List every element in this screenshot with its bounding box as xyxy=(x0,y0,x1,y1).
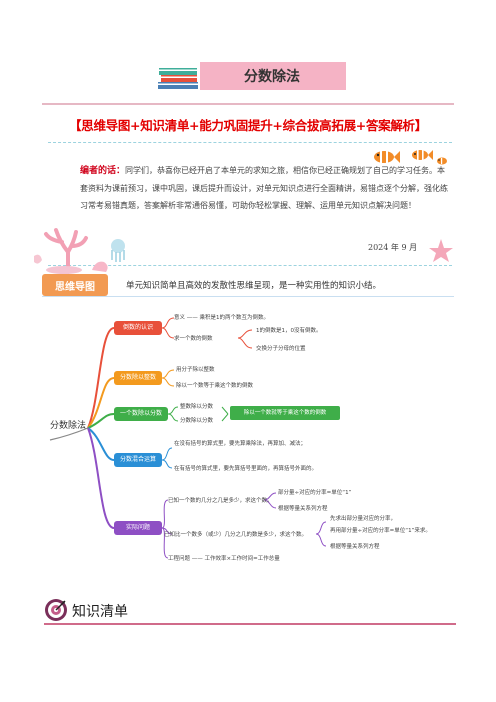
branch-fraction-divide-integer-item-1: 用分子除以整数 xyxy=(176,367,215,373)
branch-practical-item-3: 工程问题 —— 工作效率×工作时间=工作总量 xyxy=(168,556,280,562)
branch-practical-item-1-detail-2: 根据等量关系列方程 xyxy=(278,506,328,512)
knowledge-list-divider xyxy=(44,623,456,625)
intro-box xyxy=(48,142,452,266)
branch-number-divide-fraction: 一个数除以分数 xyxy=(114,407,168,421)
branch-number-divide-fraction-summary: 除以一个数就等于乘这个数的倒数 xyxy=(230,406,340,420)
branch-mixed-operations: 分数混合运算 xyxy=(114,453,162,467)
mind-map-divider xyxy=(42,296,454,297)
mind-map-section-header: 思维导图 xyxy=(42,274,108,296)
branch-fraction-divide-integer-item-2: 除以一个数等于乘这个数的倒数 xyxy=(176,383,254,389)
branch-number-divide-fraction-item-2: 分数除以分数 xyxy=(180,418,214,424)
fish-decoration-icon xyxy=(374,150,447,165)
branch-practical-item-1: 已知一个数的几分之几是多少，求这个数。 xyxy=(168,498,273,504)
branch-reciprocal-detail-1: 1的倒数是1，0没有倒数。 xyxy=(256,328,322,334)
branch-practical-item-1-detail-1: 部分量÷对应的分率=单位“1” xyxy=(278,490,352,496)
branch-reciprocal: 倒数的认识 xyxy=(114,321,162,335)
knowledge-list-icon xyxy=(45,599,67,621)
intro-label: 编者的话： xyxy=(80,166,126,176)
page-title: 分数除法 xyxy=(244,69,300,85)
branch-fraction-divide-integer: 分数除以整数 xyxy=(114,371,162,385)
mind-map-header-label: 思维导图 xyxy=(55,282,95,293)
mind-map-description: 单元知识简单且高效的发散性思维呈现，是一种实用性的知识小结。 xyxy=(126,281,382,291)
branch-practical-problems: 实际问题 xyxy=(114,521,162,535)
branch-mixed-operations-item-2: 在有括号的算式里，要先算括号里面的，再算括号外面的。 xyxy=(174,466,318,472)
branch-practical-item-2-detail-3: 根据等量关系列方程 xyxy=(330,544,380,550)
title-divider xyxy=(42,103,454,105)
title-banner: 分数除法 xyxy=(152,62,346,90)
books-icon xyxy=(158,68,198,89)
knowledge-list-header: 知识清单 xyxy=(72,604,128,620)
mind-map-root: 分数除法 xyxy=(50,421,87,431)
intro-date: 2024 年 9 月 xyxy=(368,243,418,252)
branch-reciprocal-meaning: 意义 —— 乘积是1的两个数互为倒数。 xyxy=(174,315,269,321)
branch-practical-item-2-detail-2: 再用部分量÷对应的分率=单位“1”来求。 xyxy=(330,528,431,534)
intro-body: 同学们，恭喜你已经开启了本单元的求知之旅，相信你已经正确规划了自己的学习任务。本… xyxy=(80,166,448,210)
page-subtitle: 【思维导图+知识清单+能力巩固提升+综合拔高拓展+答案解析】 xyxy=(69,118,427,133)
branch-practical-item-2-detail-1: 先求出部分量对应的分率， xyxy=(330,516,397,522)
branch-mixed-operations-item-1: 在没有括号的算式里，要先算乘除法，再算加、减法； xyxy=(174,441,307,447)
branch-practical-item-2: 已知比一个数多（或少）几分之几的数是多少，求这个数。 xyxy=(164,532,308,538)
branch-reciprocal-detail-2: 交换分子分母的位置 xyxy=(256,346,306,352)
branch-reciprocal-find: 求一个数的倒数 xyxy=(174,336,213,342)
starfish-icon xyxy=(429,239,453,262)
coral-decoration-icon xyxy=(34,228,125,274)
branch-number-divide-fraction-item-1: 整数除以分数 xyxy=(180,404,214,410)
intro-text: 编者的话：同学们，恭喜你已经开启了本单元的求知之旅，相信你已经正确规划了自己的学… xyxy=(80,162,448,214)
title-banner-background xyxy=(200,62,346,90)
